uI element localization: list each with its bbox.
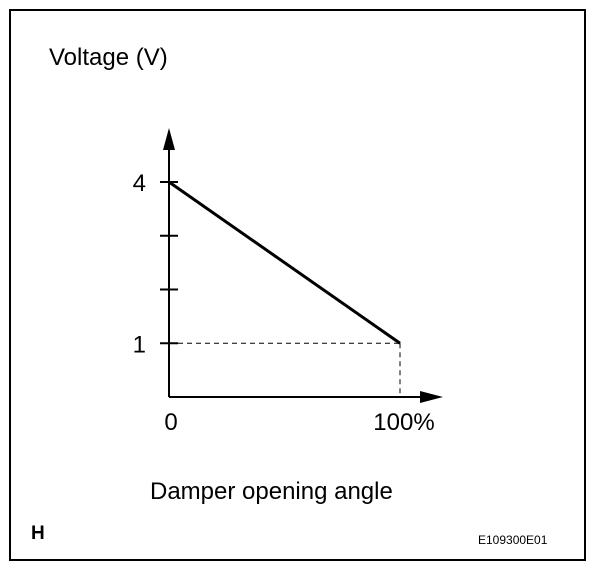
reference-lines bbox=[169, 342, 401, 397]
y-axis-arrowhead bbox=[163, 128, 175, 150]
chart-series bbox=[168, 180, 401, 345]
y-tick-label-1: 1 bbox=[133, 331, 146, 358]
series-line bbox=[168, 180, 401, 345]
figure-frame bbox=[9, 9, 586, 561]
x-axis-arrowhead bbox=[420, 391, 443, 403]
y-axis-label: Voltage (V) bbox=[49, 44, 168, 71]
y-tick-label-4: 4 bbox=[133, 170, 146, 197]
corner-letter: H bbox=[31, 523, 45, 544]
x-tick-label-0: 0 bbox=[164, 409, 177, 436]
x-tick-label-100: 100% bbox=[373, 409, 434, 436]
chart-axes bbox=[163, 128, 443, 403]
x-axis-label: Damper opening angle bbox=[150, 478, 393, 505]
figure-code: E109300E01 bbox=[478, 533, 548, 547]
chart-tick-labels: 4 1 0 100% bbox=[133, 170, 435, 436]
